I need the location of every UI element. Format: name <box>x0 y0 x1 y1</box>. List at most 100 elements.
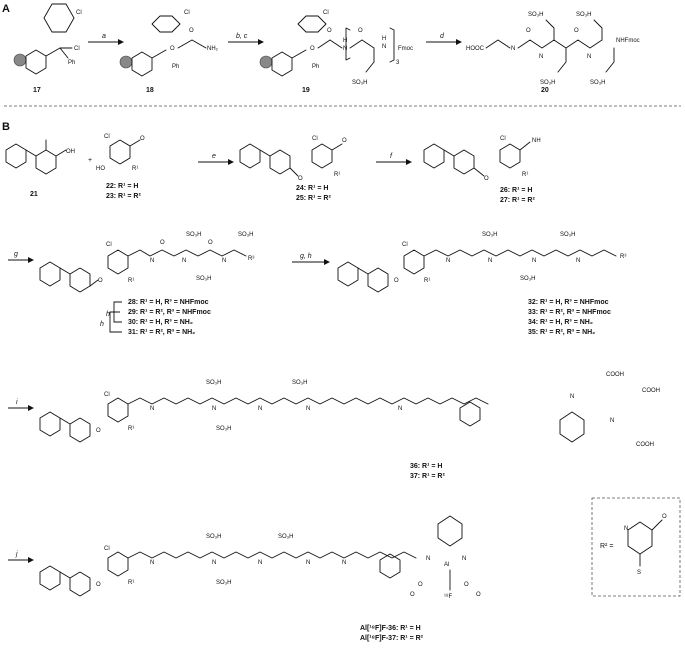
atom-n: N <box>258 560 262 566</box>
atom-cl: Cl <box>106 242 112 248</box>
atom-n: N <box>539 54 543 60</box>
atom-al: Al <box>444 562 449 568</box>
compound-17-label: 17 <box>33 87 41 94</box>
compound-34-label: 34: R¹ = H, R³ = NH₂ <box>528 319 593 326</box>
structure-22-23: Cl HO R¹ O <box>96 134 145 172</box>
atom-n: N <box>532 258 536 264</box>
atom-h: H <box>343 38 347 44</box>
atom-so3h: SO₃H <box>216 580 231 586</box>
compound-36-label: 36: R¹ = H <box>410 463 442 470</box>
reagent-bc: b, c <box>236 33 248 40</box>
compound-31-label: 31: R¹ = R², R³ = NH₂ <box>128 329 195 336</box>
atom-cl: Cl <box>323 10 329 16</box>
atom-ho: HO <box>96 166 105 172</box>
compound-37-label: 37: R¹ = R² <box>410 473 445 480</box>
atom-o: O <box>208 240 213 246</box>
atom-so3h: SO₃H <box>216 426 231 432</box>
compound-24-label: 24: R¹ = H <box>296 185 328 192</box>
atom-o: O <box>98 278 103 284</box>
atom-n: N <box>570 394 574 400</box>
atom-cl: Cl <box>74 46 80 52</box>
atom-o: O <box>464 582 469 588</box>
atom-n: N <box>462 556 466 562</box>
atom-n: N <box>306 560 310 566</box>
atom-r3: R³ <box>248 256 254 262</box>
atom-r1: R¹ <box>128 426 134 432</box>
atom-so3h: SO₃H <box>352 80 367 86</box>
atom-n: N <box>306 406 310 412</box>
atom-o: O <box>484 176 489 182</box>
atom-cl: Cl <box>104 546 110 552</box>
atom-fmoc: Fmoc <box>398 46 413 52</box>
structure-21: OH <box>5 139 75 175</box>
atom-so3h: SO₃H <box>560 232 575 238</box>
compound-20-label: 20 <box>541 87 549 94</box>
atom-o: O <box>189 28 194 34</box>
atom-r1: R¹ <box>128 278 134 284</box>
structure-32-35: O Cl R¹ N N N N SO₃H SO₃H SO₃H R³ <box>337 232 626 293</box>
structure-19: Cl O O N H O SO₃H H N 3 Fmoc Ph <box>259 10 413 86</box>
atom-f18: ¹⁸F <box>444 593 453 600</box>
reagent-g: g <box>14 251 18 258</box>
atom-cl: Cl <box>184 10 190 16</box>
atom-so3h: SO₃H <box>520 276 535 282</box>
reagent-i: i <box>16 399 18 406</box>
atom-n: N <box>587 54 591 60</box>
atom-r1: R¹ <box>132 166 138 172</box>
atom-o: O <box>476 592 481 598</box>
atom-cl: Cl <box>76 10 82 16</box>
atom-cl: Cl <box>402 242 408 248</box>
atom-o: O <box>298 176 303 182</box>
atom-cooh: COOH <box>606 372 624 378</box>
atom-so3h: SO₃H <box>576 12 591 18</box>
atom-o: O <box>410 592 415 598</box>
structure-28-31: O Cl R¹ N O N O SO₃H N SO₃H SO₃H R³ <box>39 232 254 293</box>
atom-r1: R¹ <box>424 278 430 284</box>
atom-n: N <box>150 406 154 412</box>
structure-24-25: O Cl R¹ O <box>239 136 347 182</box>
atom-o: O <box>358 28 363 34</box>
atom-oh: OH <box>66 149 75 155</box>
atom-three: 3 <box>396 60 400 66</box>
section-label-a: A <box>2 3 10 15</box>
atom-o: O <box>327 28 332 34</box>
atom-o: O <box>418 582 423 588</box>
compound-al37-label: Al[¹⁸F]F-37: R¹ = R² <box>360 635 424 642</box>
atom-h: H <box>382 36 386 42</box>
atom-n: N <box>343 46 347 52</box>
atom-n: N <box>511 46 515 52</box>
atom-r1: R¹ <box>334 172 340 178</box>
compound-19-label: 19 <box>302 87 310 94</box>
atom-n: N <box>382 44 386 50</box>
atom-n: N <box>212 560 216 566</box>
atom-so3h: SO₃H <box>590 80 605 86</box>
atom-n: N <box>150 560 154 566</box>
atom-o: O <box>160 240 165 246</box>
atom-o: O <box>342 138 347 144</box>
atom-n: N <box>576 258 580 264</box>
atom-cl: Cl <box>500 136 506 142</box>
atom-n: N <box>398 406 402 412</box>
reagent-j: j <box>15 551 18 558</box>
compound-21-label: 21 <box>30 191 38 198</box>
atom-n: N <box>212 406 216 412</box>
atom-nh: NH <box>532 138 541 144</box>
reagent-a: a <box>102 33 106 40</box>
compound-23-label: 23: R¹ = R² <box>106 193 141 200</box>
atom-r3: R³ <box>620 254 626 260</box>
atom-o: O <box>662 514 667 520</box>
atom-so3h: SO₃H <box>278 534 293 540</box>
atom-cooh: COOH <box>642 388 660 394</box>
atom-o: O <box>574 28 579 34</box>
atom-n: N <box>624 526 628 532</box>
atom-n: N <box>446 258 450 264</box>
atom-nhfmoc: NHFmoc <box>616 38 640 44</box>
reagent-e: e <box>212 153 216 160</box>
reagent-h-1: h <box>106 311 110 318</box>
r2-label: R² = <box>600 543 613 550</box>
atom-o: O <box>526 28 531 34</box>
reagent-d: d <box>440 33 445 40</box>
compound-33-label: 33: R¹ = R², R³ = NHFmoc <box>528 309 611 316</box>
atom-o: O <box>96 428 101 434</box>
